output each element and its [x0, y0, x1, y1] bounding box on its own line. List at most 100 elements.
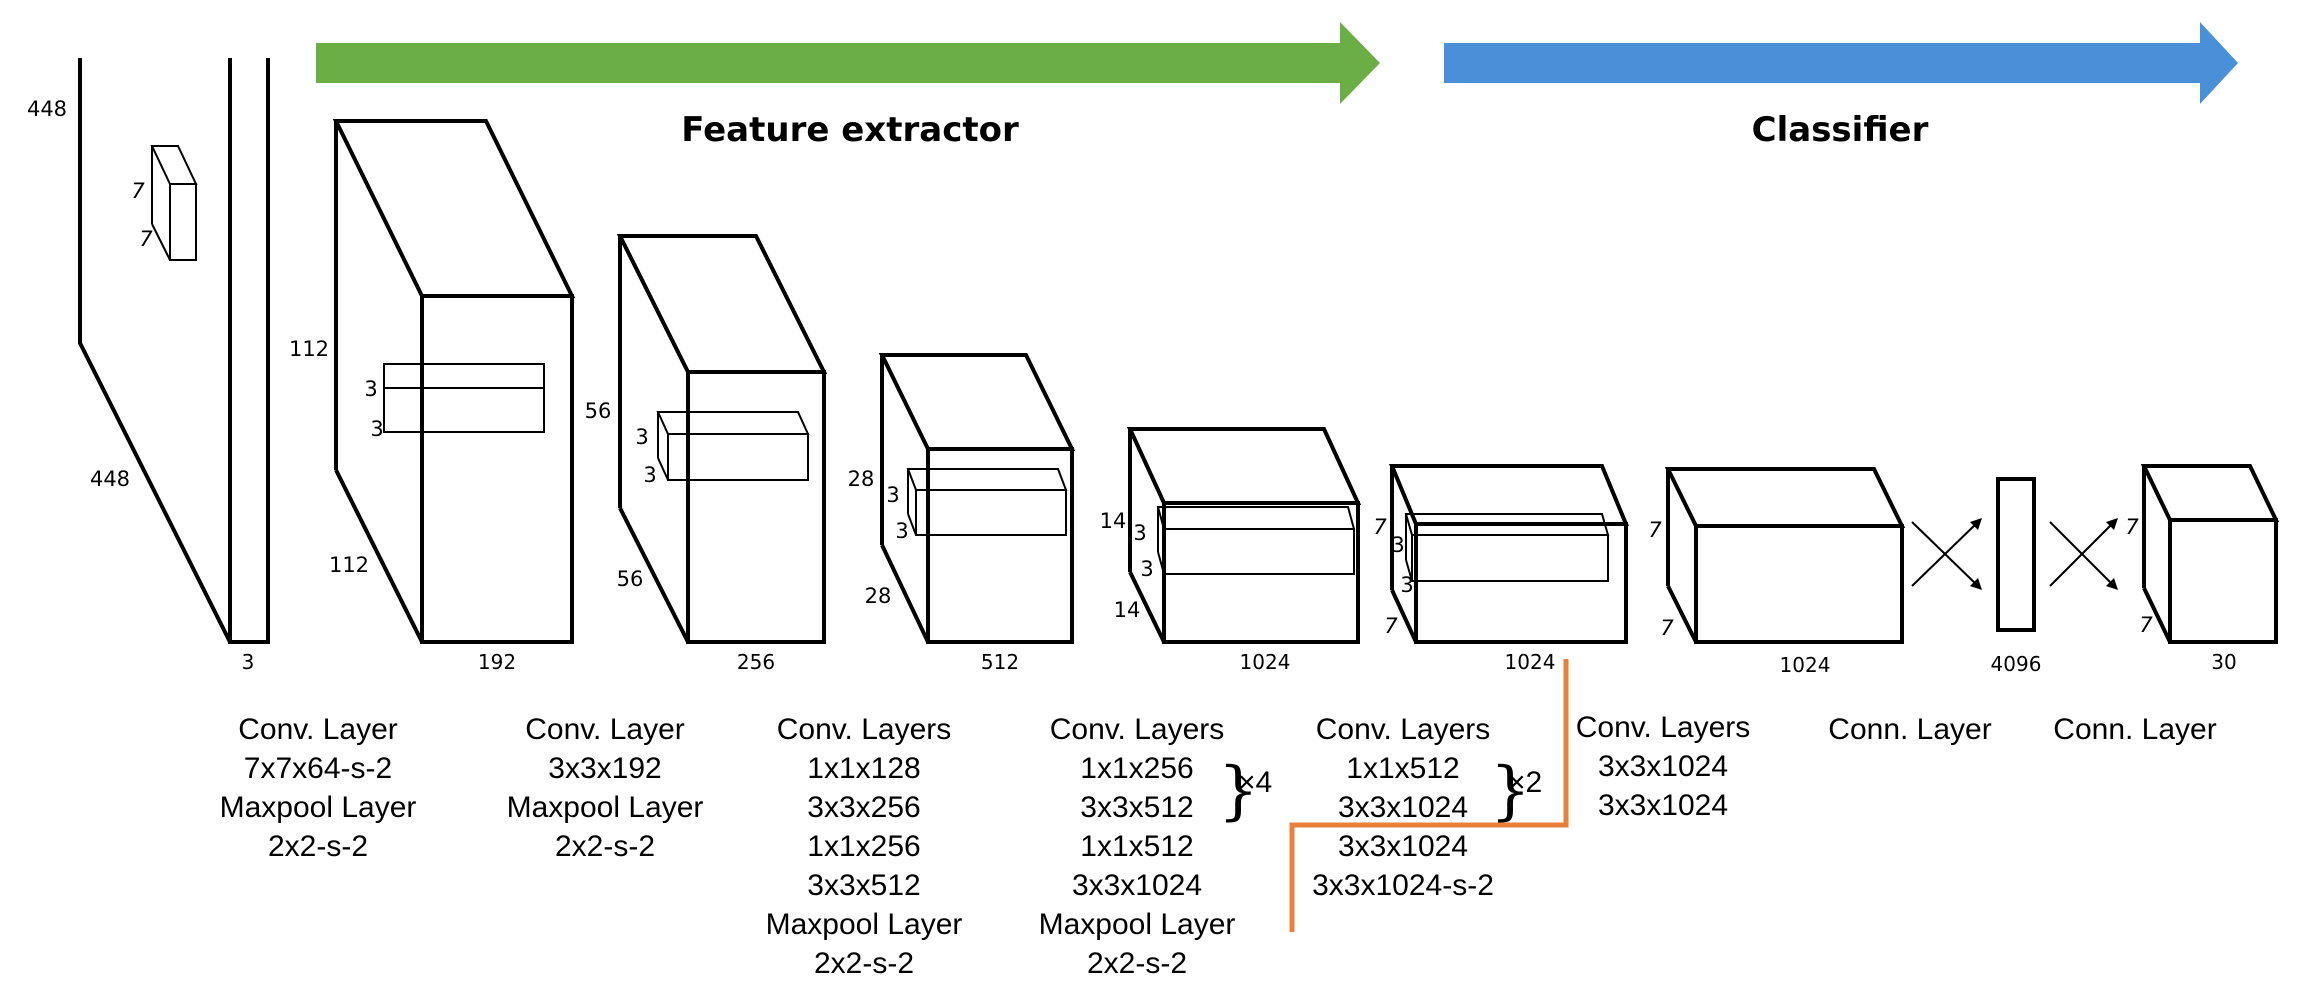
desc-4-rest-1: 1x1x512 [1080, 830, 1193, 863]
block-2-depth-label: 256 [737, 650, 775, 674]
conv-block-5 [1389, 464, 1629, 644]
input-height-label: 448 [27, 97, 67, 121]
desc-3-line-7: 2x2-s-2 [814, 947, 914, 980]
block-4-kernel-label-1: 3 [1133, 521, 1146, 545]
desc-1-line-4: 2x2-s-2 [268, 830, 368, 863]
desc-3-line-6: Maxpool Layer [766, 908, 963, 941]
desc-4-repeat-2: 3x3x512 [1080, 791, 1193, 824]
desc-4-rest-2: 3x3x1024 [1072, 869, 1202, 902]
desc-block-7: Conn. Layer [1828, 713, 1991, 746]
desc-5-brace: } [1490, 754, 1531, 828]
desc-5-repeat-2: 3x3x1024 [1338, 791, 1468, 824]
desc-4-repeat-1: 1x1x256 [1080, 752, 1193, 785]
block-1-height-label: 112 [289, 337, 329, 361]
input-volume [78, 58, 270, 644]
block-1-kernel-label-2: 3 [370, 417, 383, 441]
conv-block-4 [1126, 427, 1362, 644]
desc-6-line-1: Conv. Layers [1576, 711, 1751, 744]
block-3-width-label: 28 [865, 584, 892, 608]
desc-6-line-2: 3x3x1024 [1598, 750, 1728, 783]
desc-3-line-2: 1x1x128 [807, 752, 920, 785]
block-3-kernel-label-1: 3 [886, 483, 899, 507]
input-depth-label: 3 [242, 650, 255, 674]
output-volume [2140, 464, 2280, 644]
conv-block-6 [1664, 467, 1906, 644]
desc-4-rest-4: 2x2-s-2 [1087, 947, 1187, 980]
conv-block-2 [616, 234, 828, 644]
desc-7-line-1: Conn. Layer [1828, 713, 1991, 746]
desc-4-repeat-count: ×4 [1238, 766, 1272, 799]
conv-block-3-kernel [906, 468, 1068, 536]
desc-4-brace: } [1218, 754, 1259, 828]
classifier-arrow [1444, 22, 2238, 104]
desc-block-4: Conv. Layers 1x1x256 3x3x512 } ×4 1x1x51… [1039, 713, 1273, 980]
desc-block-2: Conv. Layer 3x3x192 Maxpool Layer 2x2-s-… [507, 713, 704, 863]
block-5-depth-label: 1024 [1505, 650, 1556, 674]
conv-block-5-kernel [1404, 513, 1610, 582]
input-kernel-box [150, 145, 198, 261]
desc-1-line-2: 7x7x64-s-2 [244, 752, 392, 785]
desc-3-line-4: 1x1x256 [807, 830, 920, 863]
desc-2-line-4: 2x2-s-2 [555, 830, 655, 863]
desc-8-line-1: Conn. Layer [2053, 713, 2216, 746]
block-3-depth-label: 512 [981, 650, 1019, 674]
desc-5-rest-1: 3x3x1024 [1338, 830, 1468, 863]
block-2-height-label: 56 [585, 399, 612, 423]
desc-block-5: Conv. Layers 1x1x512 3x3x1024 } ×2 3x3x1… [1312, 713, 1542, 902]
desc-2-line-3: Maxpool Layer [507, 791, 704, 824]
conv-block-4-kernel [1156, 506, 1356, 575]
desc-2-line-1: Conv. Layer [525, 713, 685, 746]
block-6-height-label: 7 [1648, 518, 1662, 542]
block-5-width-label: 7 [1384, 614, 1398, 638]
desc-5-title: Conv. Layers [1316, 713, 1491, 746]
feature-classifier-separator [1289, 659, 1569, 932]
desc-2-line-2: 3x3x192 [548, 752, 661, 785]
block-2-width-label: 56 [617, 567, 644, 591]
block-4-kernel-label-2: 3 [1140, 557, 1153, 581]
desc-block-6: Conv. Layers 3x3x1024 3x3x1024 [1576, 711, 1751, 822]
fc-depth-label: 4096 [1991, 652, 2042, 676]
desc-1-line-1: Conv. Layer [238, 713, 398, 746]
feature-extractor-title: Feature extractor [681, 110, 1019, 150]
block-2-kernel-label-1: 3 [635, 425, 648, 449]
desc-6-line-3: 3x3x1024 [1598, 789, 1728, 822]
desc-3-line-3: 3x3x256 [807, 791, 920, 824]
block-3-height-label: 28 [848, 467, 875, 491]
desc-4-title: Conv. Layers [1050, 713, 1225, 746]
desc-4-rest-3: Maxpool Layer [1039, 908, 1236, 941]
desc-3-line-1: Conv. Layers [777, 713, 952, 746]
block-1-width-label: 112 [329, 553, 369, 577]
conv-block-3 [878, 353, 1076, 644]
block-4-depth-label: 1024 [1240, 650, 1291, 674]
block-5-kernel-label-1: 3 [1391, 533, 1404, 557]
desc-1-line-3: Maxpool Layer [220, 791, 417, 824]
fc-connection-arrows-1 [1911, 518, 1982, 590]
block-1-depth-label: 192 [478, 650, 516, 674]
desc-3-line-5: 3x3x512 [807, 869, 920, 902]
block-4-height-label: 14 [1100, 509, 1127, 533]
output-depth-label: 30 [2211, 650, 2236, 674]
desc-5-rest-2: 3x3x1024-s-2 [1312, 869, 1494, 902]
conv-block-1-kernel [383, 363, 545, 433]
classifier-title: Classifier [1752, 110, 1929, 150]
conv-block-2-kernel [656, 411, 810, 481]
input-kernel-label-b: 7 [139, 227, 153, 251]
block-3-kernel-label-2: 3 [895, 519, 908, 543]
fc-connection-arrows-2 [2049, 518, 2118, 590]
output-width-label: 7 [2139, 613, 2153, 637]
desc-block-1: Conv. Layer 7x7x64-s-2 Maxpool Layer 2x2… [220, 713, 417, 863]
feature-extractor-arrow [316, 22, 1380, 104]
output-height-label: 7 [2125, 515, 2139, 539]
block-5-kernel-label-2: 3 [1400, 573, 1413, 597]
desc-block-8: Conn. Layer [2053, 713, 2216, 746]
fc-layer-4096 [1996, 477, 2036, 632]
block-4-width-label: 14 [1114, 598, 1141, 622]
conv-block-1 [332, 119, 576, 644]
block-6-depth-label: 1024 [1780, 653, 1831, 677]
desc-5-repeat-count: ×2 [1508, 766, 1542, 799]
block-2-kernel-label-2: 3 [643, 463, 656, 487]
input-width-label: 448 [90, 467, 130, 491]
desc-5-repeat-1: 1x1x512 [1346, 752, 1459, 785]
desc-block-3: Conv. Layers 1x1x128 3x3x256 1x1x256 3x3… [766, 713, 963, 980]
